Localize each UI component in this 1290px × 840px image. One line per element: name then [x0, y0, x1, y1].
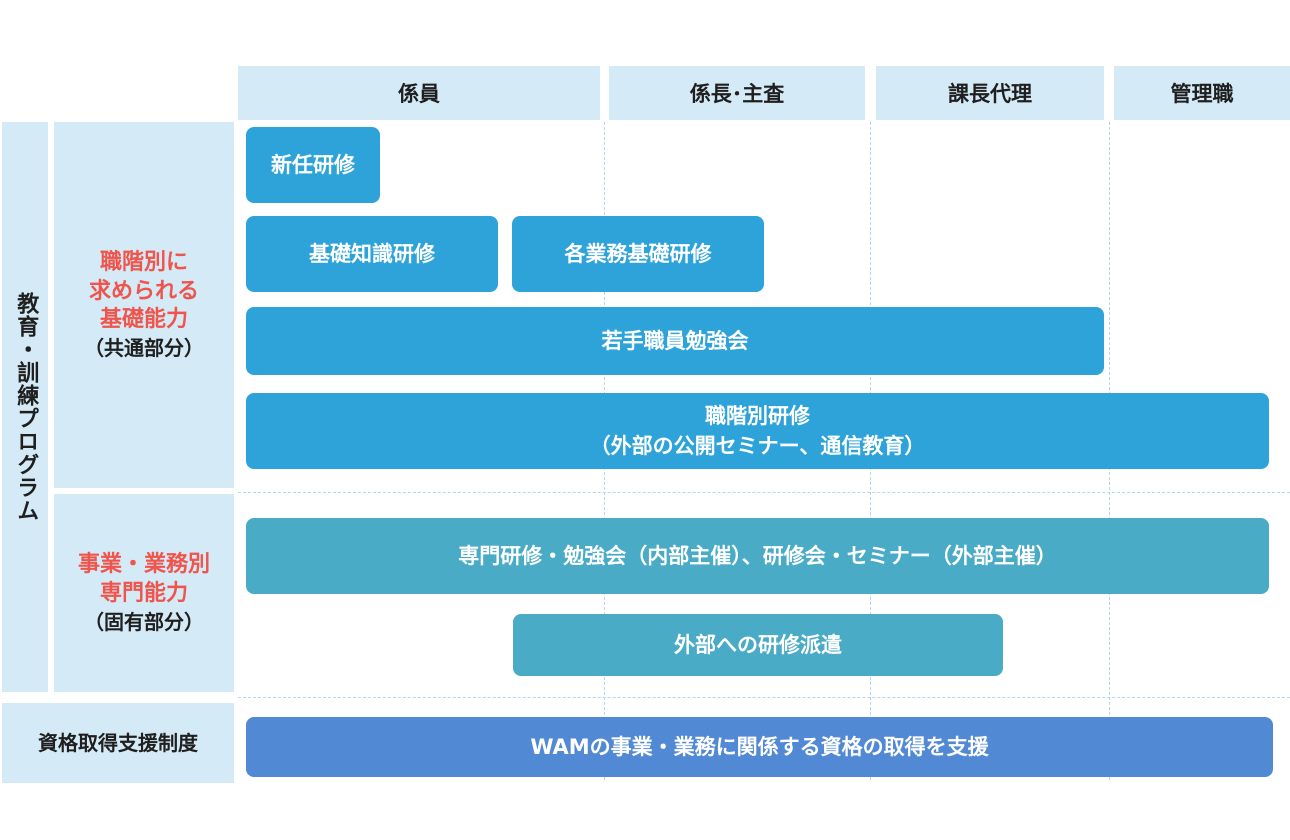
bar-business-basic-training: 各業務基礎研修 — [512, 216, 764, 292]
section-specific-box: 事業・業務別 専門能力 （固有部分） — [54, 494, 234, 692]
section-specific-subtitle: （固有部分） — [83, 609, 204, 634]
bar-external-dispatch: 外部への研修派遣 — [513, 614, 1003, 676]
qualification-support-box: 資格取得支援制度 — [2, 703, 234, 783]
section-specific-title-line: 専門能力 — [99, 581, 188, 606]
bar-label: 専門研修・勉強会（内部主催）、研修会・セミナー（外部主催） — [458, 543, 1057, 568]
column-header-chief: 係長･主査 — [609, 66, 865, 120]
section-common-label: 職階別に 求められる 基礎能力 （共通部分） — [84, 249, 204, 361]
bar-label-line: 職階別研修 — [704, 403, 810, 428]
bar-label: WAMの事業・業務に関係する資格の取得を支援 — [530, 734, 989, 759]
bar-new-hire-training: 新任研修 — [246, 127, 380, 203]
bar-label: 各業務基礎研修 — [564, 241, 712, 266]
bar-specialist-training: 専門研修・勉強会（内部主催）、研修会・セミナー（外部主催） — [246, 518, 1269, 594]
section-common-title-line: 基礎能力 — [99, 307, 188, 333]
grid-line-horizontal — [238, 492, 1290, 493]
bar-label: 若手職員勉強会 — [601, 328, 749, 353]
column-header-staff: 係員 — [238, 66, 600, 120]
section-specific-label: 事業・業務別 専門能力 （固有部分） — [78, 551, 210, 634]
grid-line-horizontal — [238, 697, 1290, 698]
qualification-support-label: 資格取得支援制度 — [38, 731, 198, 755]
bar-young-staff-study: 若手職員勉強会 — [246, 307, 1104, 375]
bar-label: 外部への研修派遣 — [674, 632, 842, 657]
section-common-box: 職階別に 求められる 基礎能力 （共通部分） — [54, 122, 234, 488]
bar-label: 新任研修 — [271, 152, 355, 177]
bar-qualification-support: WAMの事業・業務に関係する資格の取得を支援 — [246, 717, 1273, 777]
bar-label-line: （外部の公開セミナー、通信教育） — [589, 434, 926, 458]
bar-rank-training: 職階別研修 （外部の公開セミナー、通信教育） — [246, 393, 1269, 469]
program-label-box: 教育・訓練プログラム — [2, 122, 48, 692]
bar-label: 職階別研修 （外部の公開セミナー、通信教育） — [590, 401, 926, 462]
program-label: 教育・訓練プログラム — [13, 292, 39, 522]
section-common-title-line: 職階別に — [99, 250, 188, 276]
bar-label: 基礎知識研修 — [309, 241, 435, 266]
section-common-title-line: 求められる — [88, 278, 199, 304]
column-header-manager: 管理職 — [1114, 66, 1290, 120]
section-common-subtitle: （共通部分） — [84, 335, 204, 360]
bar-basic-knowledge-training: 基礎知識研修 — [246, 216, 498, 292]
column-header-deputy-manager: 課長代理 — [876, 66, 1104, 120]
section-specific-title-line: 事業・業務別 — [77, 552, 210, 578]
